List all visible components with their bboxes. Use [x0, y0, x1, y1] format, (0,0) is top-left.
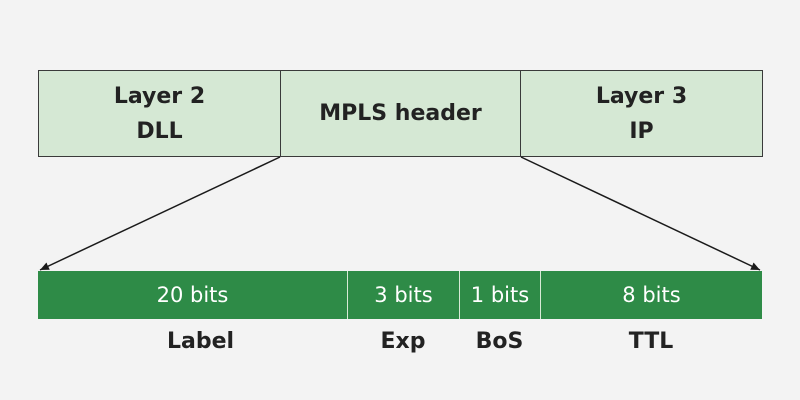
label-field-bits: 20 bits	[156, 283, 229, 307]
bos-field-bits: 1 bits	[459, 271, 540, 319]
ttl-field-bits: 8 bits	[540, 271, 762, 319]
mpls-header-cell: MPLS header	[280, 70, 521, 157]
layer2-title: Layer 2	[113, 83, 206, 109]
right-expansion-arrow	[520, 156, 761, 271]
layer2-subtitle: DLL	[136, 118, 183, 144]
label-field-name: Label	[166, 328, 235, 354]
layer3-title: Layer 3	[595, 83, 688, 109]
layer3-subtitle: IP	[629, 118, 654, 144]
mpls-header-label: MPLS header	[319, 101, 482, 126]
exp-field-name: Exp	[380, 328, 426, 354]
exp-field-bits: 3 bits	[347, 271, 459, 319]
left-expansion-arrow	[39, 156, 281, 271]
mpls-fields-bar: 20 bits 3 bits 1 bits 8 bits	[38, 271, 762, 319]
ttl-field-name: TTL	[628, 328, 674, 354]
bos-field-name: BoS	[475, 328, 524, 354]
layer2-dll-cell: Layer 2 DLL	[38, 70, 281, 157]
layer3-ip-cell: Layer 3 IP	[520, 70, 763, 157]
